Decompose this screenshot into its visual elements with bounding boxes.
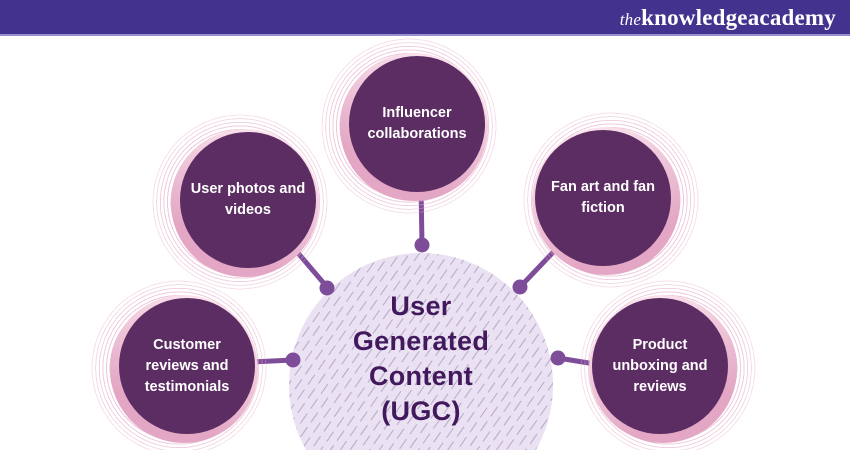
center-hub-line-1: User xyxy=(390,291,452,321)
node-circle: Influencer collaborations xyxy=(349,56,485,192)
connector-dot-top xyxy=(414,237,430,253)
center-hub-line-2: Generated xyxy=(352,326,490,356)
node-influencer-collaborations: Influencer collaborations xyxy=(319,36,499,216)
node-circle: Fan art and fan fiction xyxy=(535,130,671,266)
center-hub-line-4: (UGC) xyxy=(381,396,461,426)
hatched-circle-background xyxy=(289,253,553,450)
logo-the: the xyxy=(619,9,642,29)
node-circle: Customer reviews and testimonials xyxy=(119,298,255,434)
node-fan-art-fiction: Fan art and fan fiction xyxy=(521,110,701,290)
node-label: Influencer collaborations xyxy=(367,105,467,142)
node-label: Product unboxing and reviews xyxy=(612,336,708,395)
node-customer-reviews: Customer reviews and testimonials xyxy=(89,278,269,450)
node-label: User photos and videos xyxy=(190,181,306,218)
node-label: Fan art and fan fiction xyxy=(551,179,655,216)
center-hub-label: User Generated Content (UGC) xyxy=(289,253,553,450)
node-user-photos-videos: User photos and videos xyxy=(150,112,330,292)
center-hub-ugc: User Generated Content (UGC) xyxy=(289,253,553,450)
node-circle: User photos and videos xyxy=(180,132,316,268)
node-product-unboxing: Product unboxing and reviews xyxy=(578,278,758,450)
center-hub-line-3: Content xyxy=(368,361,474,391)
logo-academy: academy xyxy=(747,4,836,30)
node-circle: Product unboxing and reviews xyxy=(592,298,728,434)
logo-knowledge: knowledge xyxy=(641,4,748,30)
node-label: Customer reviews and testimonials xyxy=(144,336,230,395)
